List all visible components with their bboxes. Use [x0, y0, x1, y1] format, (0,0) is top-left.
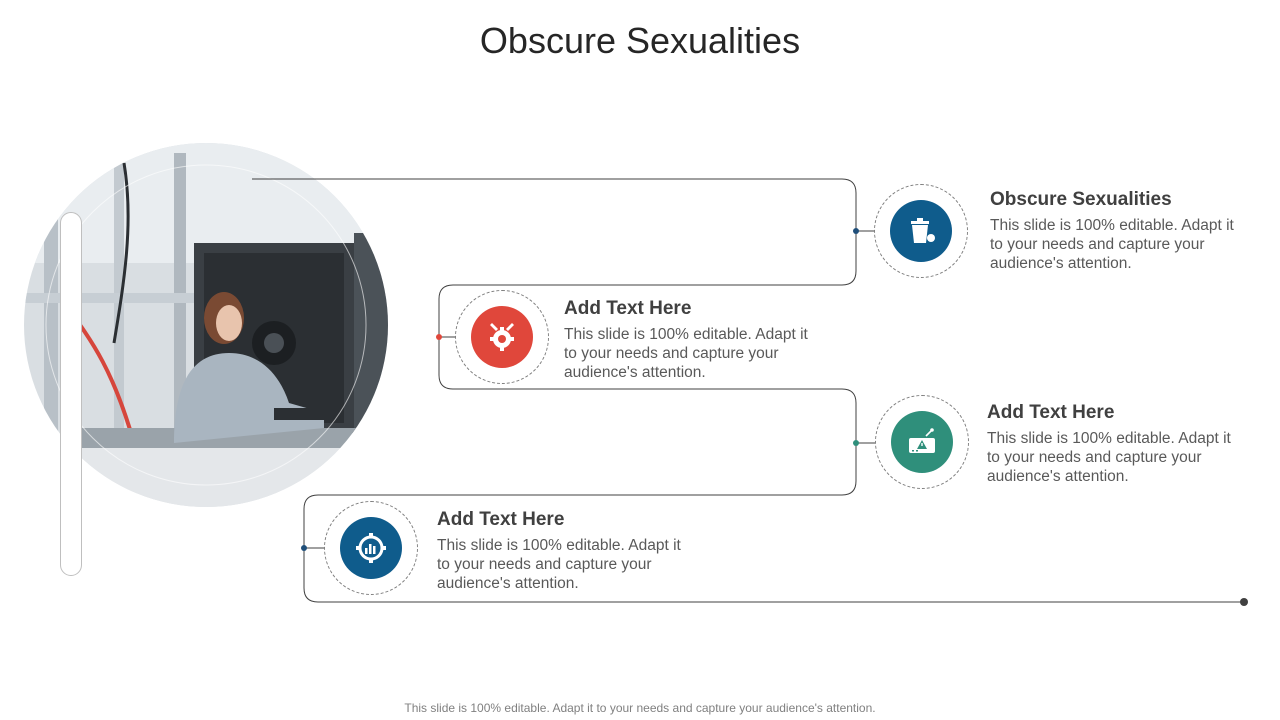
item-3-heading: Add Text Here [987, 402, 1115, 423]
item-4-heading: Add Text Here [437, 509, 565, 530]
item-4-icon-disc [340, 517, 402, 579]
item-3-body: This slide is 100% editable. Adapt it to… [987, 430, 1231, 485]
item-1-text: Obscure Sexualities This slide is 100% e… [990, 189, 1250, 273]
wrench-gear-icon [490, 323, 514, 351]
item-2-heading: Add Text Here [564, 298, 692, 319]
router-warning-icon [909, 428, 935, 453]
decorative-pill [60, 212, 82, 576]
item-2-icon-ring [455, 290, 549, 384]
trash-bin-icon [911, 218, 935, 243]
connector-path [252, 178, 1244, 603]
connector-dot-1 [853, 228, 859, 234]
item-4-icon-ring [324, 501, 418, 595]
item-2-icon-disc [471, 306, 533, 368]
item-1-icon-ring [874, 184, 968, 278]
connector-dot-4 [301, 545, 307, 551]
connector-dot-3 [853, 440, 859, 446]
item-2-text: Add Text Here This slide is 100% editabl… [564, 298, 824, 382]
gear-chart-icon [356, 533, 386, 563]
lab-photo-illustration [24, 143, 388, 507]
item-4-body: This slide is 100% editable. Adapt it to… [437, 537, 681, 592]
item-1-icon-disc [890, 200, 952, 262]
page-title: Obscure Sexualities [479, 20, 801, 61]
item-1-body: This slide is 100% editable. Adapt it to… [990, 217, 1234, 272]
item-1-heading: Obscure Sexualities [990, 189, 1172, 210]
item-2-body: This slide is 100% editable. Adapt it to… [564, 326, 808, 381]
lab-photo [24, 143, 388, 507]
item-3-icon-disc [891, 411, 953, 473]
connector-end-dot [1240, 598, 1248, 606]
item-4-text: Add Text Here This slide is 100% editabl… [437, 509, 697, 593]
connector-dot-2 [436, 334, 442, 340]
item-3-text: Add Text Here This slide is 100% editabl… [987, 402, 1247, 486]
footer-note: This slide is 100% editable. Adapt it to… [404, 701, 876, 715]
item-3-icon-ring [875, 395, 969, 489]
